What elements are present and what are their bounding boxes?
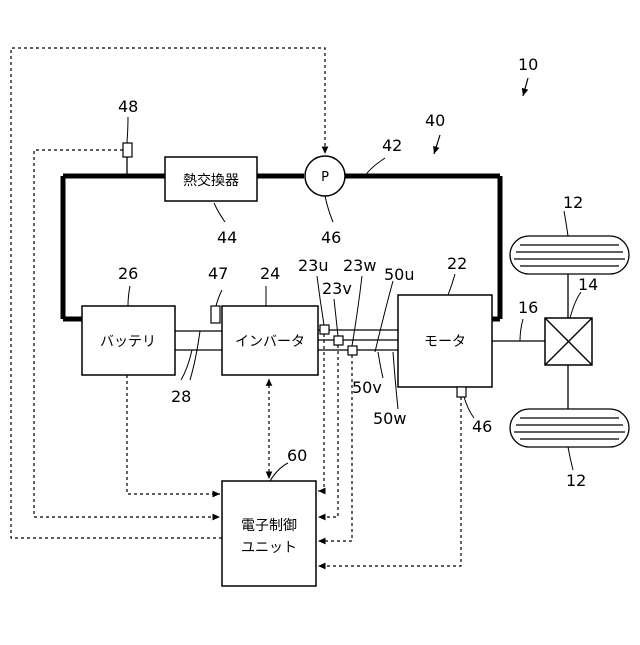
battery-label: バッテリ [100, 334, 156, 350]
label-40: 40 [425, 111, 445, 130]
wheel-top [510, 236, 629, 274]
ecu-label-line2: ユニット [241, 540, 297, 556]
label-60: 60 [287, 446, 307, 465]
label-10: 10 [518, 55, 538, 74]
label-26: 26 [118, 264, 138, 283]
label-46-pump: 46 [321, 228, 341, 247]
sensor-47 [211, 306, 220, 323]
label-50u: 50u [384, 265, 415, 284]
label-16: 16 [518, 298, 538, 317]
circuit-arrow [434, 135, 440, 154]
label-14: 14 [578, 275, 598, 294]
system-arrow [523, 78, 528, 96]
label-48: 48 [118, 97, 138, 116]
label-12-bottom: 12 [566, 471, 586, 490]
label-46-motor: 46 [472, 417, 492, 436]
label-42: 42 [382, 136, 402, 155]
ecu-label-line1: 電子制御 [241, 518, 297, 534]
label-28: 28 [171, 387, 191, 406]
phase-lines [318, 330, 398, 350]
sensor-23u [320, 325, 329, 334]
motor-label: モータ [424, 334, 466, 350]
label-44: 44 [217, 228, 237, 247]
label-50v: 50v [352, 378, 382, 397]
label-23w: 23w [343, 256, 376, 275]
heat-exchanger-label: 熱交換器 [183, 172, 239, 189]
label-23u: 23u [298, 256, 329, 275]
label-23v: 23v [322, 279, 352, 298]
label-47: 47 [208, 264, 228, 283]
pump-label: P [321, 170, 329, 185]
sensor-48 [123, 143, 132, 157]
sensor-23v [334, 336, 343, 345]
label-12-top: 12 [563, 193, 583, 212]
inverter-label: インバータ [235, 334, 305, 350]
wheel-bottom [510, 409, 629, 447]
sensor-46-motor [457, 387, 466, 397]
label-50w: 50w [373, 409, 406, 428]
label-24: 24 [260, 264, 280, 283]
label-22: 22 [447, 254, 467, 273]
sensor-23w [348, 346, 357, 355]
